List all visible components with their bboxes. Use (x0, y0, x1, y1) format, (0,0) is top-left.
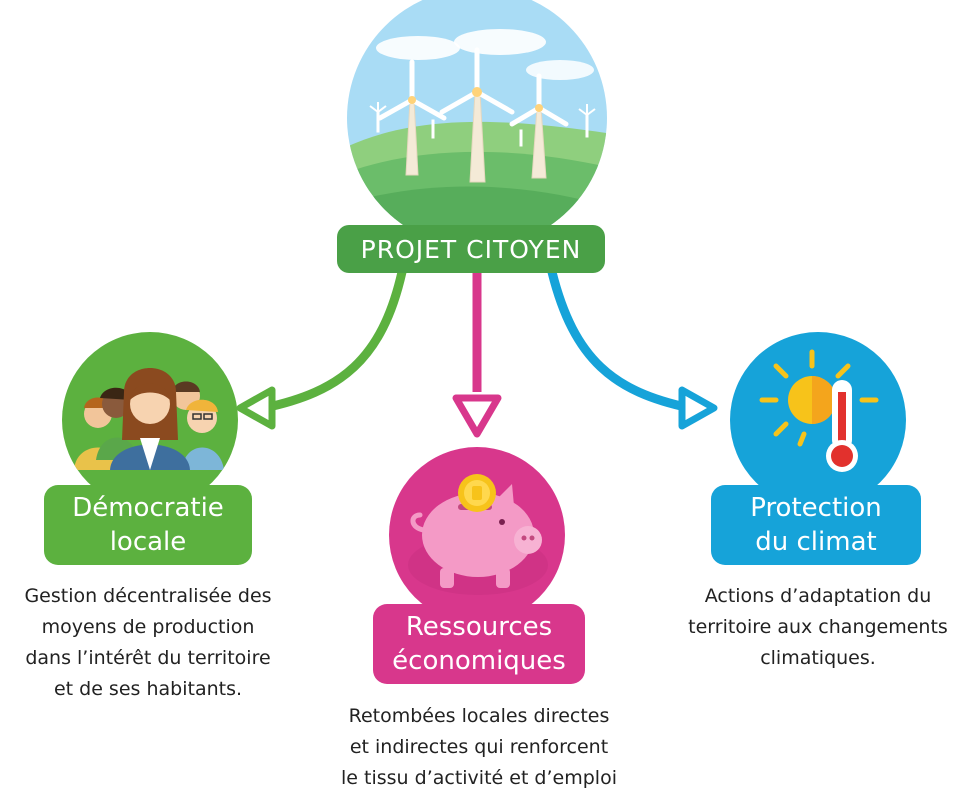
description-line: moyens de production (41, 616, 255, 638)
description-line: et indirectes qui renforcent (349, 736, 609, 758)
arrow-to-climat (547, 267, 718, 430)
democratie-locale-label: Démocratie locale (44, 485, 252, 565)
climat-description: Actions d’adaptation du territoire aux c… (668, 581, 968, 674)
wind-turbines-icon (347, 0, 607, 248)
description-line: territoire aux changements (688, 616, 948, 638)
node-title-line: locale (109, 527, 187, 557)
description-line: le tissu d’activité et d’emploi (341, 767, 617, 789)
description-line: dans l’intérêt du territoire (25, 647, 271, 669)
arrow-to-democratie (236, 267, 407, 430)
center-title: PROJET CITOYEN (360, 234, 582, 264)
protection-climat-label: Protection du climat (711, 485, 921, 565)
node-title-line: du climat (755, 527, 877, 557)
ressources-description: Retombées locales directes et indirectes… (314, 701, 644, 794)
node-title-line: Démocratie (72, 493, 224, 523)
node-title-line: Protection (750, 493, 882, 523)
description-line: climatiques. (760, 647, 876, 669)
arrow-to-ressources (452, 272, 502, 438)
ressources-economiques-label: Ressources économiques (373, 604, 585, 684)
description-line: Retombées locales directes (348, 705, 610, 727)
description-line: Gestion décentralisée des (24, 585, 272, 607)
piggy-bank-icon (389, 447, 565, 623)
node-title-line: Ressources (405, 612, 553, 642)
description-line: et de ses habitants. (53, 678, 243, 700)
democratie-description: Gestion décentralisée des moyens de prod… (0, 581, 296, 705)
description-line: Actions d’adaptation du (704, 585, 932, 607)
people-group-icon (62, 332, 238, 508)
node-title-line: économiques (392, 646, 566, 676)
projet-citoyen-label: PROJET CITOYEN (337, 225, 605, 273)
sun-thermometer-icon (730, 332, 906, 508)
